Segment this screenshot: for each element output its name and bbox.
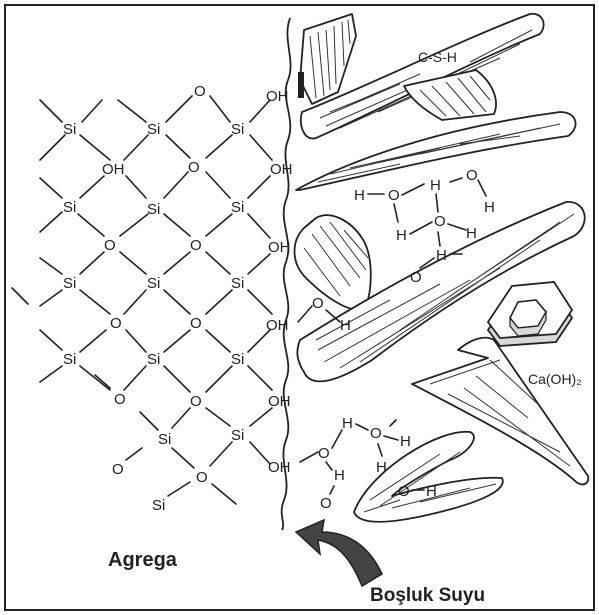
csh-label: C-S-H bbox=[418, 49, 457, 65]
o-atom: O bbox=[466, 167, 478, 184]
o-atom: O bbox=[190, 237, 202, 254]
o-atom: O bbox=[398, 483, 410, 500]
csh-fiber-1 bbox=[298, 14, 356, 104]
si-atom: Si bbox=[231, 199, 244, 216]
o-atom: O bbox=[188, 159, 200, 176]
o-atom: O bbox=[112, 461, 124, 478]
oh-group: OH bbox=[102, 161, 125, 178]
h-atom: H bbox=[334, 467, 345, 484]
o-atom: O bbox=[312, 295, 324, 312]
si-atom: Si bbox=[147, 201, 160, 218]
o-atom: O bbox=[110, 315, 122, 332]
hexagonal-crystal-icon bbox=[488, 282, 572, 346]
h-atom: H bbox=[430, 177, 441, 194]
si-atom: Si bbox=[63, 199, 76, 216]
o-atom: O bbox=[190, 393, 202, 410]
curved-arrow-icon bbox=[296, 520, 382, 586]
si-atom: Si bbox=[231, 351, 244, 368]
h-atom: H bbox=[354, 187, 365, 204]
silica-lattice-atoms: Si Si Si O OH OH O OH Si Si Si O O OH Si… bbox=[63, 83, 293, 514]
si-atom: Si bbox=[231, 275, 244, 292]
o-atom: O bbox=[434, 213, 446, 230]
dark-marker bbox=[298, 72, 304, 98]
h-atom: H bbox=[340, 317, 351, 334]
o-atom: O bbox=[190, 315, 202, 332]
h-atom: H bbox=[426, 483, 437, 500]
si-atom: Si bbox=[63, 121, 76, 138]
oh-group: OH bbox=[268, 459, 291, 476]
h-atom: H bbox=[396, 227, 407, 244]
si-atom: Si bbox=[147, 121, 160, 138]
oh-group: OH bbox=[268, 393, 291, 410]
si-atom: Si bbox=[63, 351, 76, 368]
o-atom: O bbox=[388, 187, 400, 204]
si-atom: Si bbox=[158, 431, 171, 448]
si-atom: Si bbox=[231, 427, 244, 444]
o-atom: O bbox=[320, 495, 332, 512]
h-atom: H bbox=[376, 459, 387, 476]
o-atom: O bbox=[194, 83, 206, 100]
o-atom: O bbox=[410, 269, 422, 286]
h-atom: H bbox=[436, 247, 447, 264]
o-atom: O bbox=[370, 425, 382, 442]
si-atom: Si bbox=[231, 121, 244, 138]
csh-fiber-5 bbox=[295, 215, 371, 309]
caoh2-label: Ca(OH)₂ bbox=[528, 371, 582, 387]
h-atom: H bbox=[400, 433, 411, 450]
csh-fiber-8 bbox=[354, 432, 503, 522]
h-atom: H bbox=[342, 415, 353, 432]
si-atom: Si bbox=[63, 275, 76, 292]
oh-group: OH bbox=[270, 161, 293, 178]
o-atom: O bbox=[196, 469, 208, 486]
aggregate-label: Agrega bbox=[108, 549, 178, 571]
si-atom: Si bbox=[147, 275, 160, 292]
h-atom: H bbox=[466, 225, 477, 242]
si-atom: Si bbox=[147, 351, 160, 368]
pore-water-label: Boşluk Suyu bbox=[370, 585, 485, 606]
si-atom: Si bbox=[152, 497, 165, 514]
o-atom: O bbox=[114, 391, 126, 408]
o-atom: O bbox=[104, 237, 116, 254]
h-atom: H bbox=[484, 199, 495, 216]
o-atom: O bbox=[318, 445, 330, 462]
